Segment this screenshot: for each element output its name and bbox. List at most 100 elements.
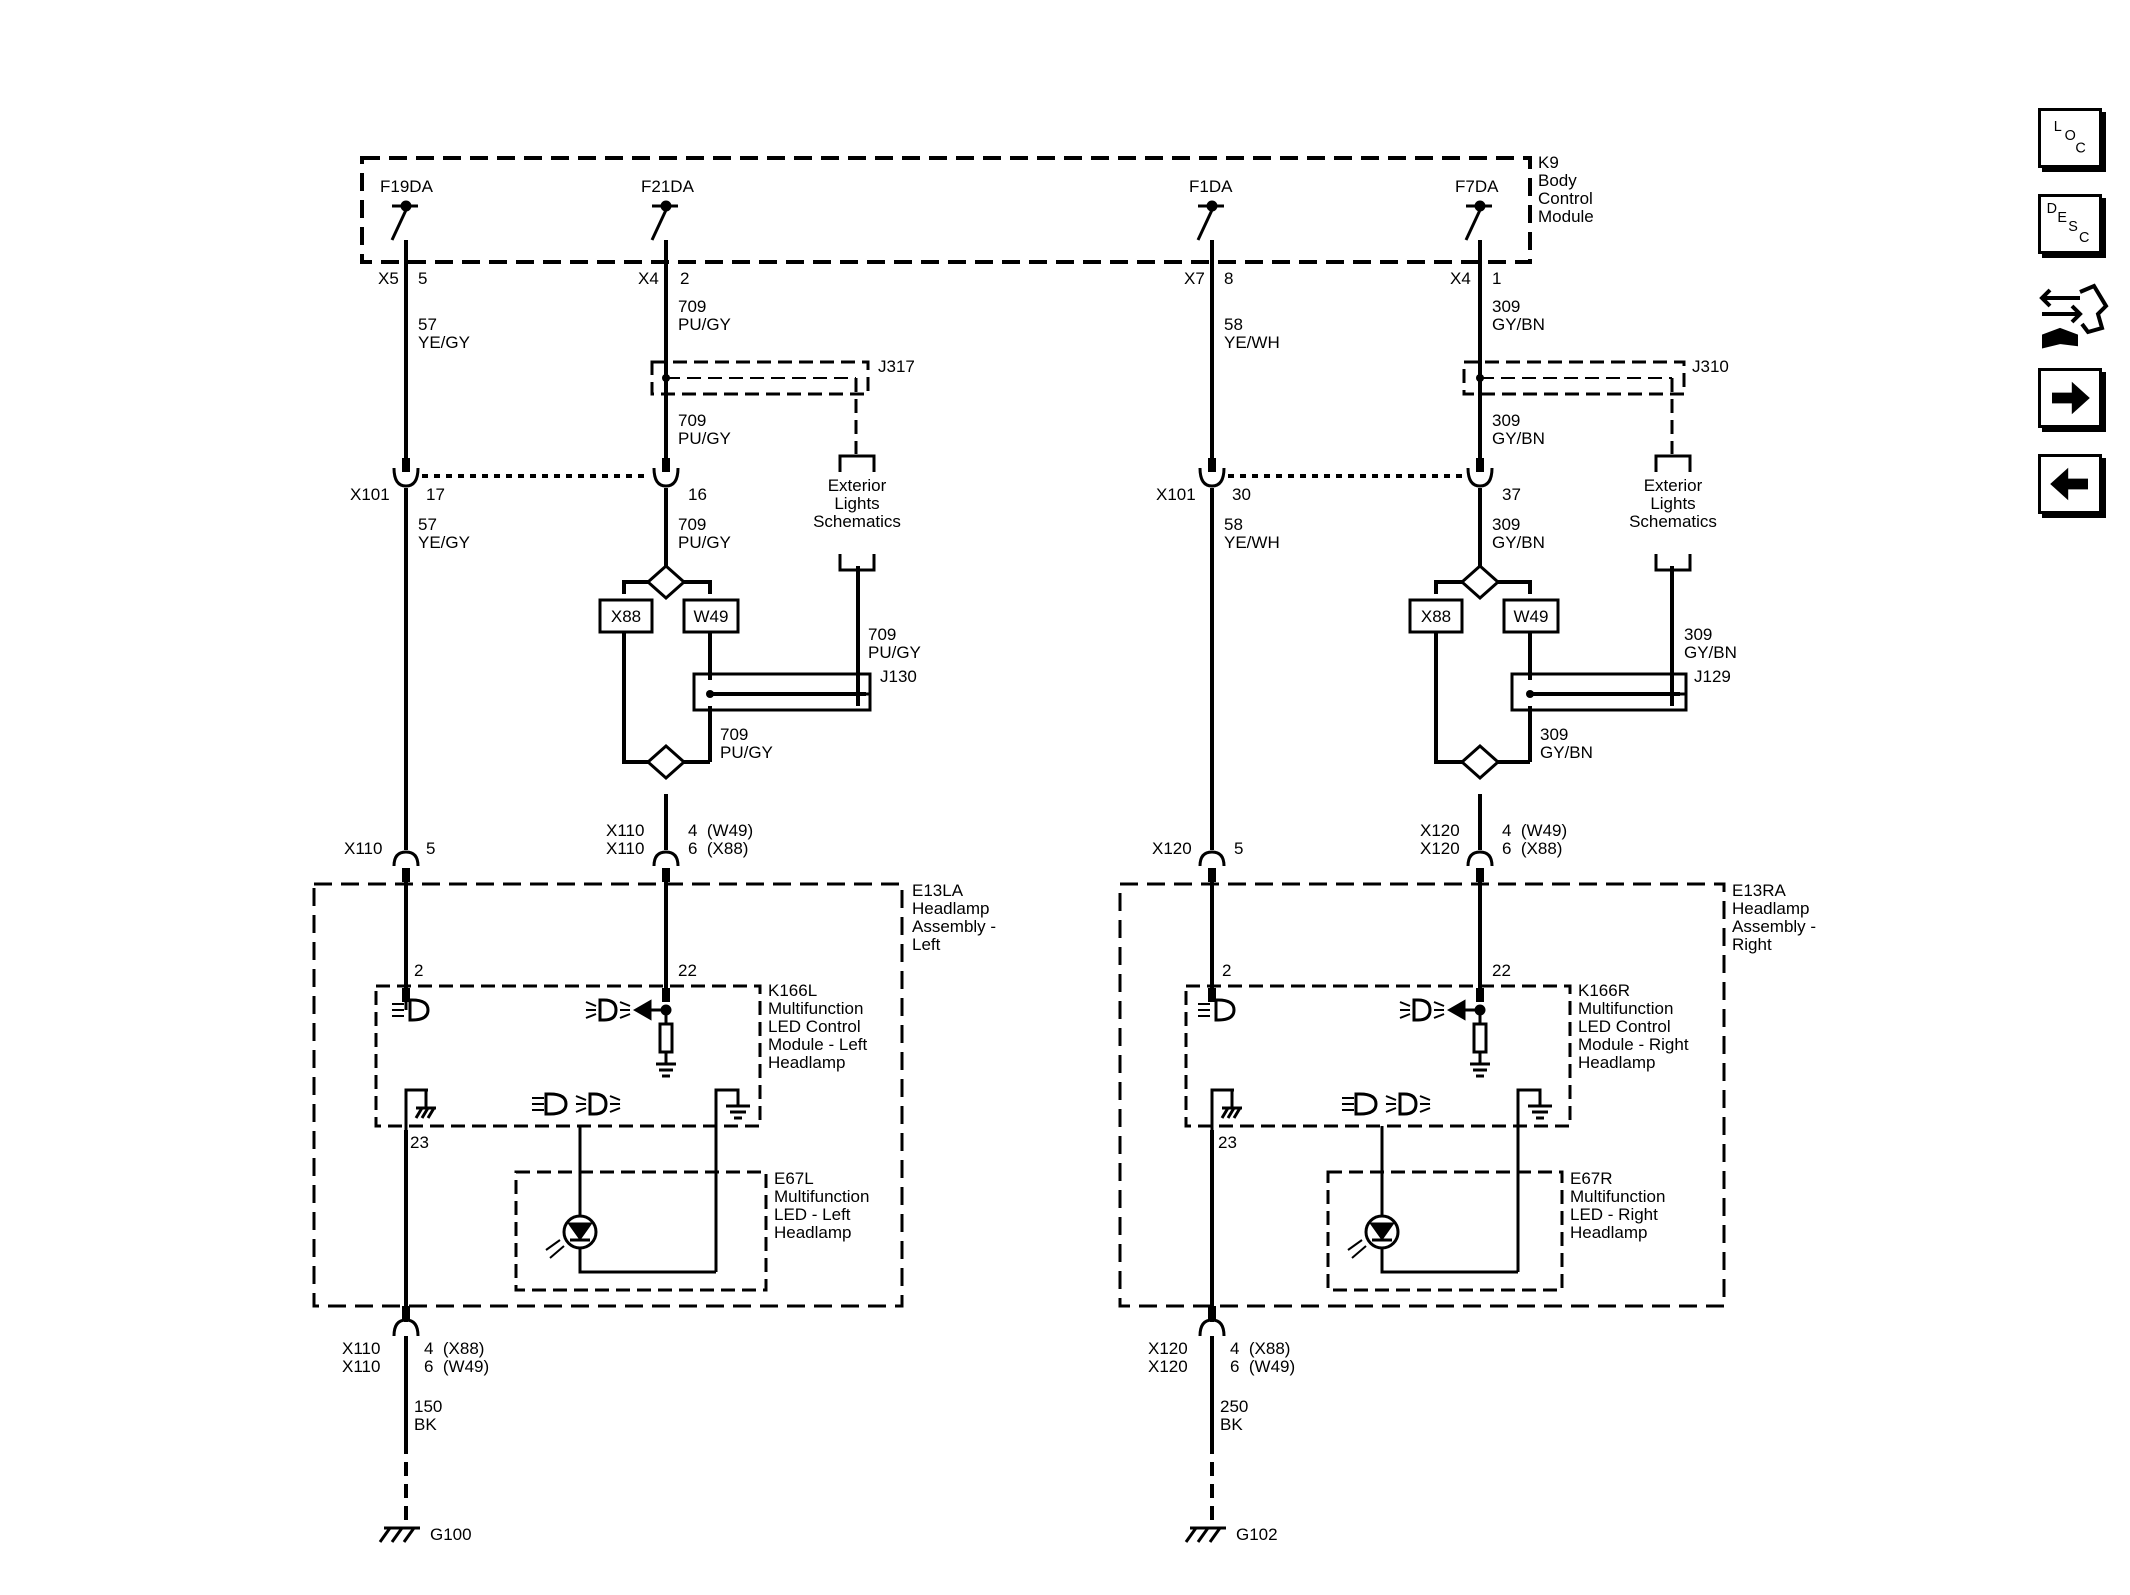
left-j317-label: J317 [878, 357, 915, 376]
right-wires [1210, 240, 1680, 1002]
k9-id: K9 [1538, 153, 1559, 172]
right-pin-1: 1 [1492, 269, 1501, 288]
right-x120-pin-x88: 6 (X88) [1502, 839, 1562, 858]
right-gnd-conn-1: X120 [1148, 1339, 1188, 1358]
left-connector-icons [392, 467, 680, 1337]
k9-name-2: Control [1538, 189, 1593, 208]
right-assembly-name-2: Assembly - [1732, 917, 1816, 936]
right-option-w49: W49 [1514, 607, 1549, 626]
right-wire58-circuit-2: 58 [1224, 515, 1243, 534]
right-x120-b2: X120 [1420, 839, 1460, 858]
left-wire709-color-5: PU/GY [720, 743, 773, 762]
left-wire709-color-2: PU/GY [678, 429, 731, 448]
right-wire309-color-1: GY/BN [1492, 315, 1545, 334]
next-button[interactable] [2038, 368, 2102, 428]
right-k166-internals [1198, 988, 1552, 1274]
right-x101-pin30: 30 [1232, 485, 1251, 504]
right-conn-x7: X7 [1184, 269, 1205, 288]
right-k166-name-3: Module - Right [1578, 1035, 1689, 1054]
left-wire709-color-3: PU/GY [678, 533, 731, 552]
right-wire309-color-2: GY/BN [1492, 429, 1545, 448]
right-option-x88: X88 [1421, 607, 1451, 626]
left-k166-name-4: Headlamp [768, 1053, 846, 1072]
next-arrow-icon [2052, 381, 2090, 415]
fuse-switch-icons [390, 200, 1492, 241]
left-ground-icon [378, 1526, 420, 1543]
left-wire57-circuit: 57 [418, 315, 437, 334]
component-locator-icon: L O C [2054, 119, 2086, 157]
left-x110-pin5: 5 [426, 839, 435, 858]
previous-arrow-icon [2050, 467, 2088, 501]
right-k166-name-4: Headlamp [1578, 1053, 1656, 1072]
left-exterior-3: Schematics [813, 512, 901, 531]
left-assembly-name-2: Assembly - [912, 917, 996, 936]
svg-text:C: C [2075, 140, 2085, 156]
left-wire709-circuit-4: 709 [868, 625, 896, 644]
left-gnd-pin-1: 4 (X88) [424, 1339, 484, 1358]
left-option-w49: W49 [694, 607, 729, 626]
right-k166-box [1184, 984, 1572, 1128]
right-wire309-circuit-2: 309 [1492, 411, 1520, 430]
right-led-box [1326, 1170, 1564, 1292]
left-x110-a: X110 [344, 839, 382, 858]
left-k166-internals [392, 988, 750, 1274]
right-led-icon [1347, 1214, 1400, 1259]
right-k166-pin22: 22 [1492, 961, 1511, 980]
right-assembly-name-1: Headlamp [1732, 899, 1810, 918]
right-x101: X101 [1156, 485, 1196, 504]
previous-button[interactable] [2038, 454, 2102, 514]
left-ground-label: G100 [430, 1525, 472, 1544]
left-k166-id: K166L [768, 981, 817, 1000]
right-gnd-conn-2: X120 [1148, 1357, 1188, 1376]
left-gnd-conn-2: X110 [342, 1357, 380, 1376]
right-x120-pin-w49: 4 (W49) [1502, 821, 1567, 840]
right-option-x88-box [1408, 598, 1464, 634]
left-exterior-bracket-bottom [838, 554, 876, 572]
right-gnd-wire-color: BK [1220, 1415, 1243, 1434]
right-led-id: E67R [1570, 1169, 1613, 1188]
description-button[interactable]: D E S C [2038, 194, 2102, 254]
right-k166-name-2: LED Control [1578, 1017, 1671, 1036]
right-wire58-circuit: 58 [1224, 315, 1243, 334]
left-x101-pin16: 16 [688, 485, 707, 504]
left-led-icon [545, 1214, 598, 1259]
fuse-f21da: F21DA [641, 177, 695, 196]
left-conn-x5: X5 [378, 269, 399, 288]
left-pin-2: 2 [680, 269, 689, 288]
fuse-f7da: F7DA [1455, 177, 1499, 196]
left-gnd-wire-circuit: 150 [414, 1397, 442, 1416]
left-splice-diamond-top [645, 563, 687, 601]
left-j317-box [650, 360, 870, 396]
left-assembly-id: E13LA [912, 881, 964, 900]
right-gnd-pin-1: 4 (X88) [1230, 1339, 1290, 1358]
left-exterior-1: Exterior [828, 476, 887, 495]
left-wire709-circuit-1: 709 [678, 297, 706, 316]
left-assembly-name-1: Headlamp [912, 899, 990, 918]
right-j310-box [1462, 360, 1686, 396]
right-wire309-circuit-1: 309 [1492, 297, 1520, 316]
left-gnd-pin-2: 6 (W49) [424, 1357, 489, 1376]
left-wire709-circuit-5: 709 [720, 725, 748, 744]
left-led-name-3: Headlamp [774, 1223, 852, 1242]
right-x101-pin37: 37 [1502, 485, 1521, 504]
component-locator-button[interactable]: L O C [2038, 108, 2102, 168]
svg-text:S: S [2068, 219, 2078, 235]
svg-text:D: D [2047, 201, 2057, 217]
right-j129-label: J129 [1694, 667, 1731, 686]
right-wire58-color: YE/WH [1224, 333, 1280, 352]
left-led-id: E67L [774, 1169, 814, 1188]
right-wire309-circuit-5: 309 [1540, 725, 1568, 744]
svg-text:C: C [2079, 230, 2089, 246]
left-wire57-circuit-2: 57 [418, 515, 437, 534]
left-x101: X101 [350, 485, 390, 504]
right-conn-x4: X4 [1450, 269, 1471, 288]
description-icon: D E S C [2047, 201, 2090, 246]
right-x120-b1: X120 [1420, 821, 1460, 840]
left-x110-b1: X110 [606, 821, 644, 840]
right-exterior-bracket-bottom [1654, 554, 1692, 572]
left-wire57-color: YE/GY [418, 333, 470, 352]
left-x110-b2: X110 [606, 839, 644, 858]
left-x101-pin17: 17 [426, 485, 445, 504]
tools-button[interactable] [2036, 280, 2110, 350]
